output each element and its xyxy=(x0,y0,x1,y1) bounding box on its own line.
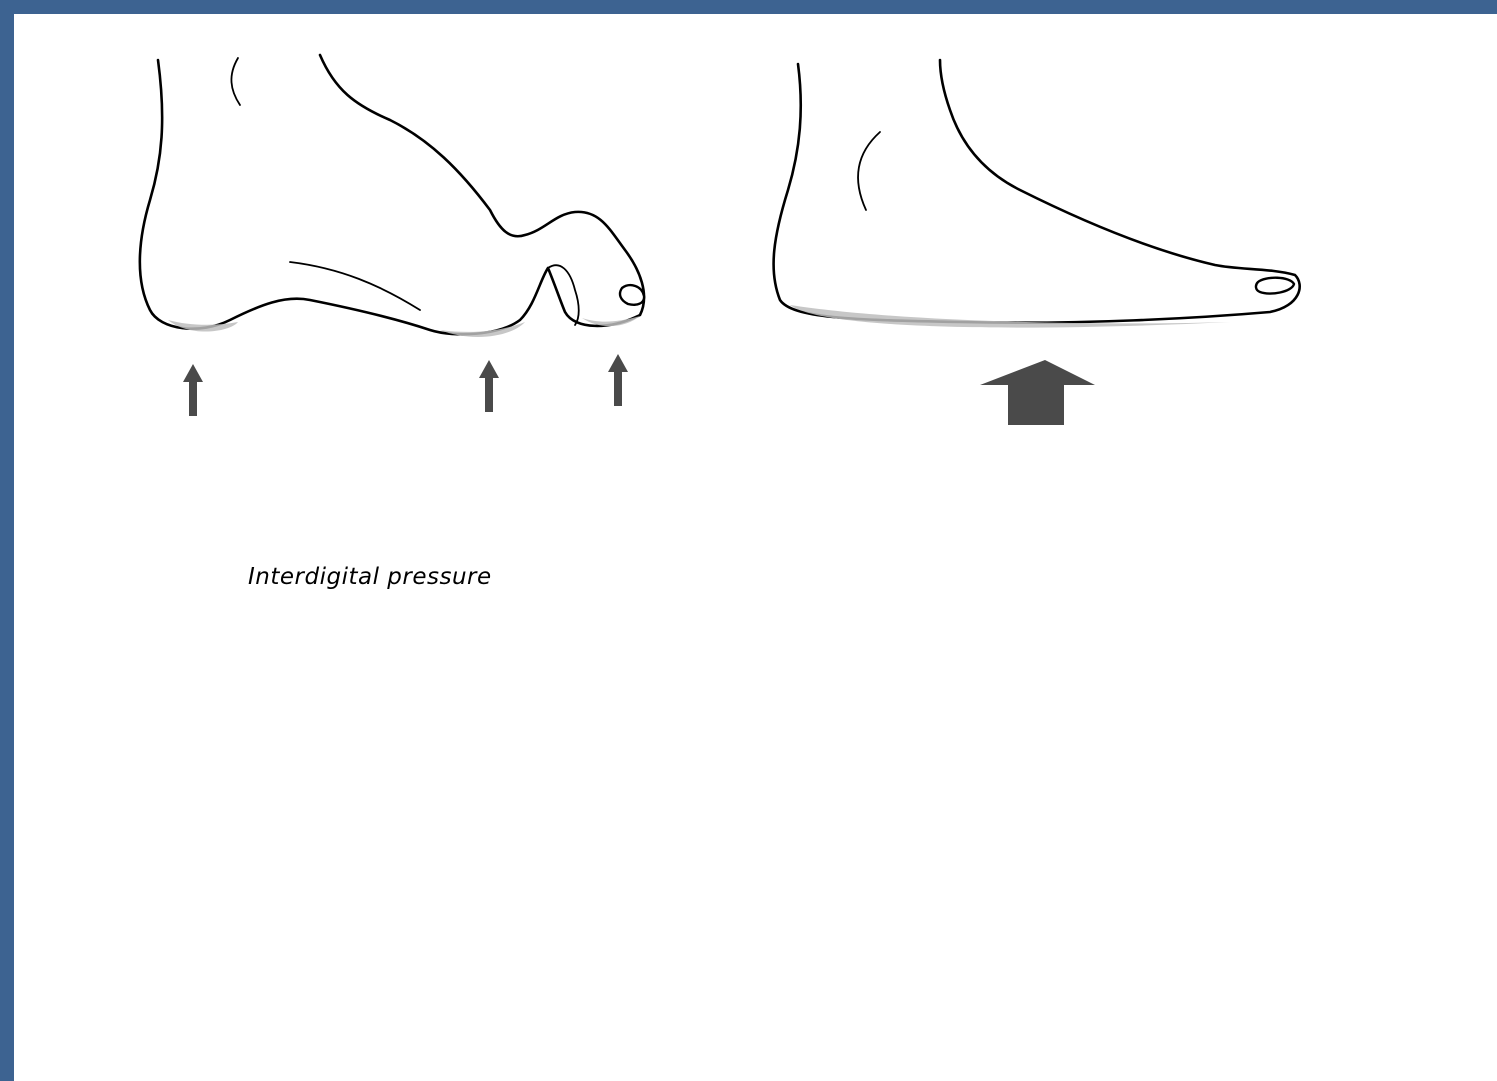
clawed-foot-outline xyxy=(140,55,644,334)
arrow-up-toe xyxy=(608,354,628,406)
toenail xyxy=(620,285,644,305)
ankle-line xyxy=(231,58,240,105)
clawed-foot-panel xyxy=(140,55,644,416)
diagram-svg xyxy=(14,14,1497,1081)
big-toe-nail xyxy=(1256,278,1294,294)
arrow-up-ball xyxy=(479,360,499,412)
sole-contact-shade xyxy=(790,305,1230,328)
interdigital-pressure-label: Interdigital pressure xyxy=(248,564,548,590)
normal-foot-panel xyxy=(774,60,1300,425)
ankle-bone-line xyxy=(858,132,880,210)
toe-line xyxy=(548,265,579,325)
normal-foot-outline xyxy=(774,60,1300,323)
diagram-canvas: Interdigital pressure xyxy=(14,14,1497,1081)
arch-line xyxy=(290,262,420,310)
big-arrow-up-sole xyxy=(980,360,1095,425)
arrow-up-heel xyxy=(183,364,203,416)
